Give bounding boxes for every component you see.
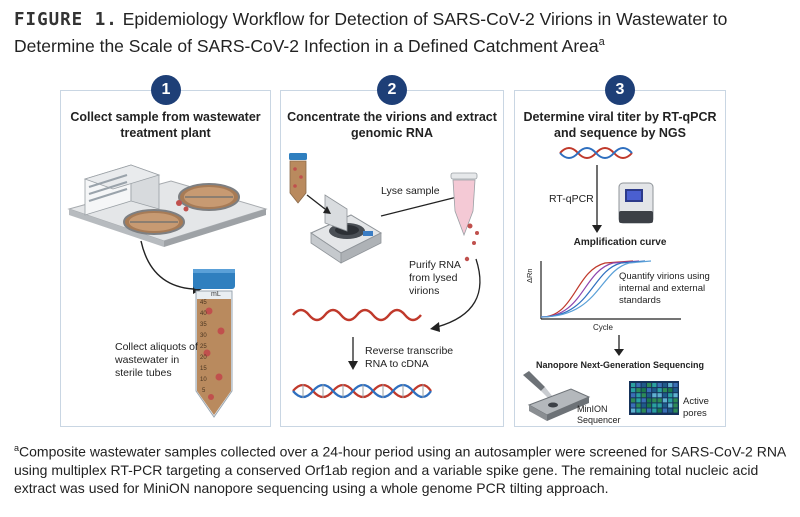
qpcr-machine-icon bbox=[618, 182, 654, 224]
minion-sequencer-icon bbox=[527, 388, 591, 421]
tube-unit-label: mL bbox=[211, 291, 221, 298]
figure-title-text: Epidemiology Workflow for Detection of S… bbox=[14, 9, 728, 56]
panel-concentrate-extract: 2 Concentrate the virions and extract ge… bbox=[280, 75, 504, 427]
panel-3-illustration bbox=[523, 147, 681, 421]
tube-mark-35: 35 bbox=[200, 322, 207, 328]
minion-sequencer-label: MinION Sequencer bbox=[577, 404, 621, 425]
microcentrifuge-tube-icon bbox=[450, 172, 479, 262]
amplification-curve-label: Amplification curve bbox=[573, 237, 667, 248]
panel-titer-sequence: 3 Determine viral titer by RT-qPCR and s… bbox=[514, 75, 726, 427]
rtqpcr-label: RT-qPCR bbox=[549, 193, 594, 205]
active-pores-grid-icon bbox=[629, 381, 679, 415]
cdna-double-helix-icon bbox=[292, 383, 432, 399]
figure-footnote: aComposite wastewater samples collected … bbox=[14, 439, 786, 497]
conical-tube-icon bbox=[193, 269, 235, 418]
tube-mark-15: 15 bbox=[200, 366, 207, 372]
conical-tube-icon bbox=[289, 153, 307, 204]
centrifuge-icon bbox=[309, 194, 383, 264]
purify-rna-label: Purify RNA from lysed virions bbox=[409, 259, 461, 297]
tube-mark-5: 5 bbox=[202, 388, 206, 394]
step-badge-1: 1 bbox=[151, 75, 181, 105]
title-superscript: a bbox=[598, 36, 605, 48]
reverse-transcribe-label: Reverse transcribe RNA to cDNA bbox=[365, 345, 454, 370]
footnote-text: Composite wastewater samples collected o… bbox=[14, 443, 786, 496]
tube-mark-40: 40 bbox=[200, 311, 207, 317]
step-badge-3: 3 bbox=[605, 75, 635, 105]
panel-2-title: Concentrate the virions and extract geno… bbox=[287, 110, 497, 140]
step-badge-2: 2 bbox=[377, 75, 407, 105]
tube-mark-45: 45 bbox=[200, 300, 207, 306]
panel-2-illustration bbox=[289, 153, 481, 399]
nanopore-label: Nanopore Next-Generation Sequencing bbox=[535, 360, 705, 370]
quantify-virions-label: Quantify virions using internal and exte… bbox=[619, 271, 710, 306]
footnote-superscript: a bbox=[14, 443, 20, 453]
figure-title: FIGURE 1. Epidemiology Workflow for Dete… bbox=[14, 8, 786, 57]
panel-collect-sample: 1 Collect sample from wastewater treatme… bbox=[60, 75, 271, 427]
pipette-icon bbox=[523, 371, 553, 399]
treatment-plant-icon bbox=[67, 164, 268, 247]
tube-mark-25: 25 bbox=[200, 344, 207, 350]
lyse-sample-label: Lyse sample bbox=[381, 185, 440, 197]
tube-mark-30: 30 bbox=[200, 333, 207, 339]
panel-1-title: Collect sample from wastewater treatment… bbox=[70, 110, 261, 140]
cdna-double-helix-icon bbox=[559, 147, 633, 159]
tube-mark-10: 10 bbox=[200, 377, 207, 383]
panel-1-illustration bbox=[67, 164, 268, 418]
active-pores-label: Active pores bbox=[683, 396, 709, 419]
panel-3-title: Determine viral titer by RT-qPCR and seq… bbox=[523, 110, 717, 140]
y-axis-label: ΔRn bbox=[525, 268, 534, 283]
rna-strand-icon bbox=[292, 308, 422, 322]
collect-aliquots-label: Collect aliquots of wastewater in steril… bbox=[115, 341, 198, 379]
x-axis-label: Cycle bbox=[593, 323, 614, 332]
amplification-curve-chart bbox=[540, 260, 681, 320]
tube-mark-20: 20 bbox=[200, 355, 207, 361]
figure-label: FIGURE 1. bbox=[14, 10, 118, 30]
